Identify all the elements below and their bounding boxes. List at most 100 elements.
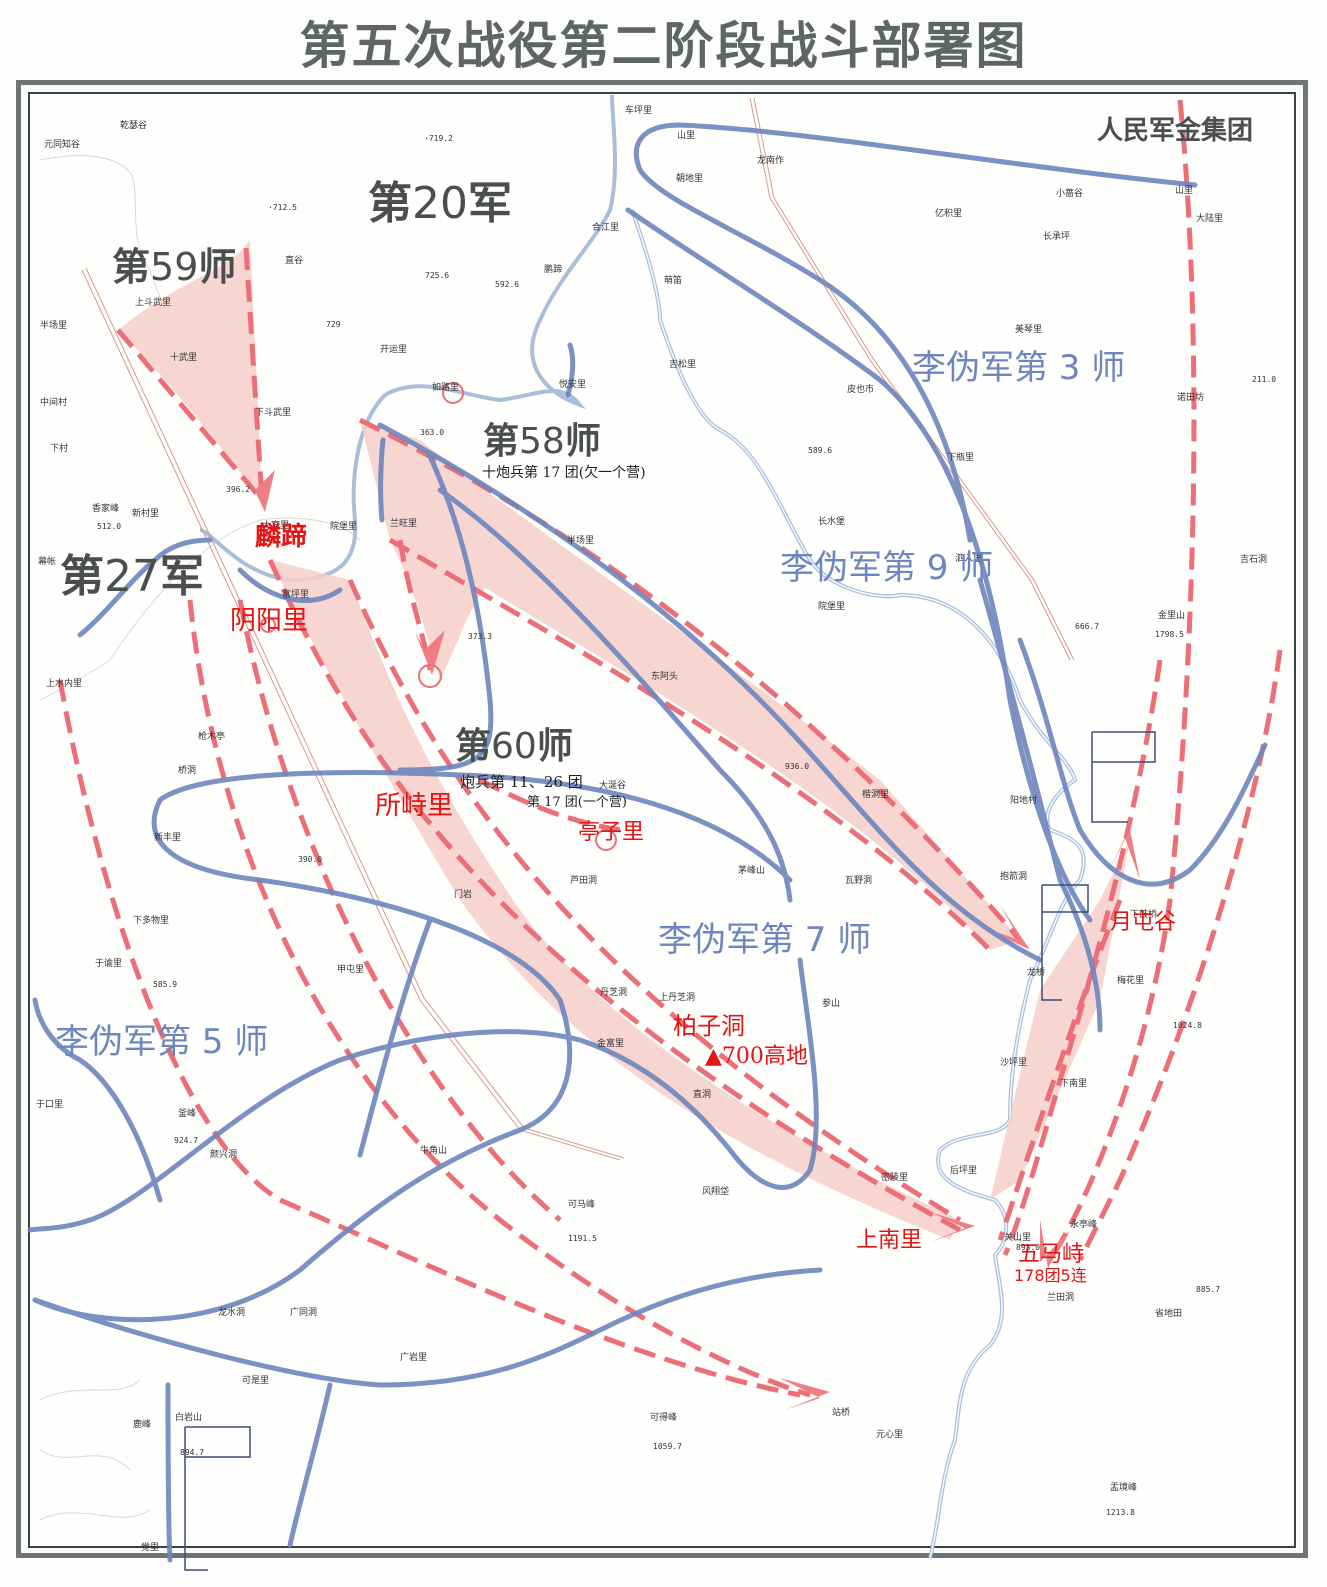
map-title: 第五次战役第二阶段战斗部署图 [299, 17, 1028, 75]
elevation-label: 1059.7 [653, 1442, 682, 1451]
place-label: 釜峰 [178, 1109, 197, 1119]
label-korean-kim-group: 人民军金集团 [1097, 116, 1254, 146]
place-label: 参山 [822, 999, 841, 1009]
place-label: 新丰里 [154, 833, 182, 843]
label-yinyangli: 阴阳里 [230, 606, 309, 636]
place-label: 皮也市 [847, 385, 875, 395]
place-label: 十武里 [170, 353, 198, 363]
place-label: 院堡里 [818, 602, 846, 612]
place-label: 于谕里 [95, 959, 123, 969]
place-label: 香家峰 [92, 504, 120, 514]
elevation-label: 390.0 [298, 855, 323, 864]
place-label: 元同知谷 [44, 140, 81, 150]
place-label: 直洞 [693, 1090, 712, 1100]
elevation-label: 1191.5 [568, 1234, 597, 1243]
place-label: 山里 [677, 131, 696, 141]
place-label: 吉松里 [669, 360, 697, 370]
friendly-attack-zones [118, 240, 1130, 1240]
place-label: 新村里 [132, 509, 160, 519]
place-label: 中间村 [40, 398, 68, 408]
place-label: 泗入里 [955, 554, 983, 564]
place-label: 下瓶里 [947, 453, 975, 463]
place-label: 下南里 [1060, 1079, 1088, 1089]
place-label: 可得峰 [650, 1413, 678, 1423]
map-frame-outer [16, 80, 1308, 1558]
place-label: 甲屯里 [337, 965, 365, 975]
place-label: 诺田坊 [1177, 393, 1205, 403]
elevation-label: 585.9 [153, 980, 178, 989]
place-label: 瓦野洞 [845, 876, 873, 886]
label-linti: 麟蹄 [255, 522, 308, 552]
elevation-label: 1213.8 [1106, 1508, 1135, 1517]
place-label: 可是里 [242, 1376, 270, 1386]
place-label: 合江里 [592, 223, 620, 233]
place-label: 沙坪里 [1000, 1058, 1028, 1068]
place-label: 梅花里 [1117, 976, 1145, 986]
place-label: 芦田洞 [570, 876, 598, 886]
place-label: 大涎谷 [599, 781, 627, 791]
place-label: 鹿峰 [133, 1420, 152, 1430]
place-label: 龙南作 [757, 156, 785, 166]
place-label: 下鼓桥 [1130, 910, 1158, 920]
place-label: 永亭峰 [1070, 1220, 1098, 1230]
place-label: 鹏蹄 [544, 265, 563, 275]
place-label: 枪木亭 [198, 732, 226, 742]
place-label: 楷洞里 [862, 790, 890, 800]
place-label: 幕帐 [38, 557, 57, 567]
place-label: 龙桥 [1027, 968, 1046, 978]
place-label: 半场里 [40, 321, 68, 331]
label-div-58: 第58师 [483, 421, 601, 462]
label-army-27: 第27军 [60, 551, 204, 602]
place-label: 乾瑟谷 [120, 121, 148, 131]
command-post-flags [184, 731, 1156, 1571]
label-rok-5th-div: 李伪军第 5 师 [55, 1022, 269, 1062]
place-label: 山里 [1175, 186, 1194, 196]
place-label: 悦安里 [559, 380, 587, 390]
place-label: 长水堡 [818, 517, 846, 527]
target-circles [260, 382, 617, 851]
place-label: 白岩山 [175, 1413, 203, 1423]
place-label: 富坪里 [282, 590, 310, 600]
place-label: 广岩里 [400, 1353, 428, 1363]
label-div-60-artillery-1: 炮兵第 11、26 团 [460, 773, 583, 791]
place-label: 直谷 [285, 256, 304, 266]
place-label: 后坪里 [950, 1166, 978, 1176]
label-yuetungu: 月屯谷 [1110, 910, 1177, 935]
place-label: 亿积里 [935, 209, 963, 219]
place-label: 下斗武里 [255, 408, 292, 418]
place-label: 元心里 [876, 1430, 904, 1440]
label-hill-700: ▲700高地 [705, 1044, 808, 1069]
place-label: 上丹芝洞 [659, 993, 696, 1003]
label-div-60-artillery-2: 第 17 团(一个营) [527, 795, 627, 810]
place-label: 金富里 [597, 1039, 625, 1049]
place-label: 于口里 [36, 1100, 64, 1110]
elevation-label: 893.0 [1016, 1243, 1041, 1252]
place-label: 颜兴洞 [210, 1150, 238, 1160]
place-label: 下多物里 [133, 916, 170, 926]
elevation-label: 725.6 [425, 271, 450, 280]
elevation-label: 894.7 [180, 1448, 205, 1457]
place-label: 东阿头 [651, 672, 679, 682]
place-label: 大宾里 [262, 521, 290, 531]
label-div-59: 第59师 [112, 245, 237, 289]
place-label: 风翔垈 [702, 1187, 730, 1197]
elevation-label: 396.2 [226, 485, 251, 494]
place-label: 丹芝洞 [600, 988, 628, 998]
label-suoqili: 所峙里 [375, 791, 454, 821]
place-label: 盂境峰 [1110, 1483, 1138, 1493]
place-label: 如路里 [432, 383, 460, 393]
label-shangnanli: 上南里 [856, 1228, 923, 1253]
label-div-58-artillery: 十炮兵第 17 团(欠一个营) [482, 465, 646, 481]
place-label: 茅峰山 [738, 866, 766, 876]
place-label: 站桥 [832, 1408, 851, 1418]
label-rok-9th-div: 李伪军第 9 师 [780, 548, 994, 588]
attack-arrowheads [245, 470, 1140, 1410]
place-label: 阳地村 [1010, 796, 1038, 806]
place-label: 关山里 [1004, 1233, 1032, 1243]
place-label: 密陵里 [881, 1173, 909, 1183]
elevation-label: 512.0 [97, 522, 122, 531]
label-wumaqi: 五马峙 [1018, 1242, 1085, 1267]
label-tingzili: 亭子里 [578, 820, 645, 845]
elevation-label: 211.0 [1252, 375, 1277, 384]
